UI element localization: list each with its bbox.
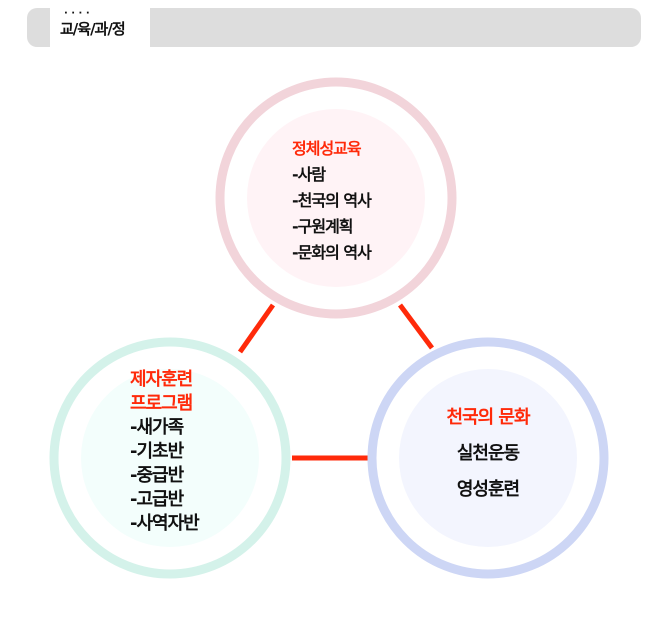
circle-left-inner (81, 369, 259, 547)
node-item: -새가족 (130, 417, 184, 438)
circle-right-inner (399, 369, 577, 547)
node-item: -고급반 (130, 489, 184, 510)
node-item: 실천운동 (456, 443, 520, 464)
node-item: -문화의 역사 (292, 243, 372, 262)
node-item: 영성훈련 (456, 479, 520, 500)
node-item: -사역자반 (130, 513, 200, 534)
node-title: 천국의 문화 (446, 407, 530, 428)
connector-top-right (397, 303, 435, 350)
node-item: -기초반 (130, 441, 184, 462)
header-tab: 교/육/과/정 (50, 8, 150, 47)
node-item: -천국의 역사 (292, 191, 372, 210)
node-right: 천국의 문화 실천운동 영성훈련 (398, 400, 578, 508)
circle-top-inner (247, 109, 425, 287)
node-item: -구원계획 (292, 217, 354, 236)
node-title: 프로그램 (130, 393, 193, 414)
connector-top-left (237, 303, 276, 354)
node-item: -사람 (292, 165, 326, 184)
node-title: 정체성교육 (292, 139, 362, 158)
node-item: -중급반 (130, 465, 184, 486)
node-title: 제자훈련 (130, 369, 193, 390)
page-title: 교/육/과/정 (60, 8, 126, 39)
node-top: 정체성교육 -사람 -천국의 역사 -구원계획 -문화의 역사 (292, 136, 372, 266)
node-left: 제자훈련 프로그램 -새가족 -기초반 -중급반 -고급반 -사역자반 (130, 368, 200, 536)
